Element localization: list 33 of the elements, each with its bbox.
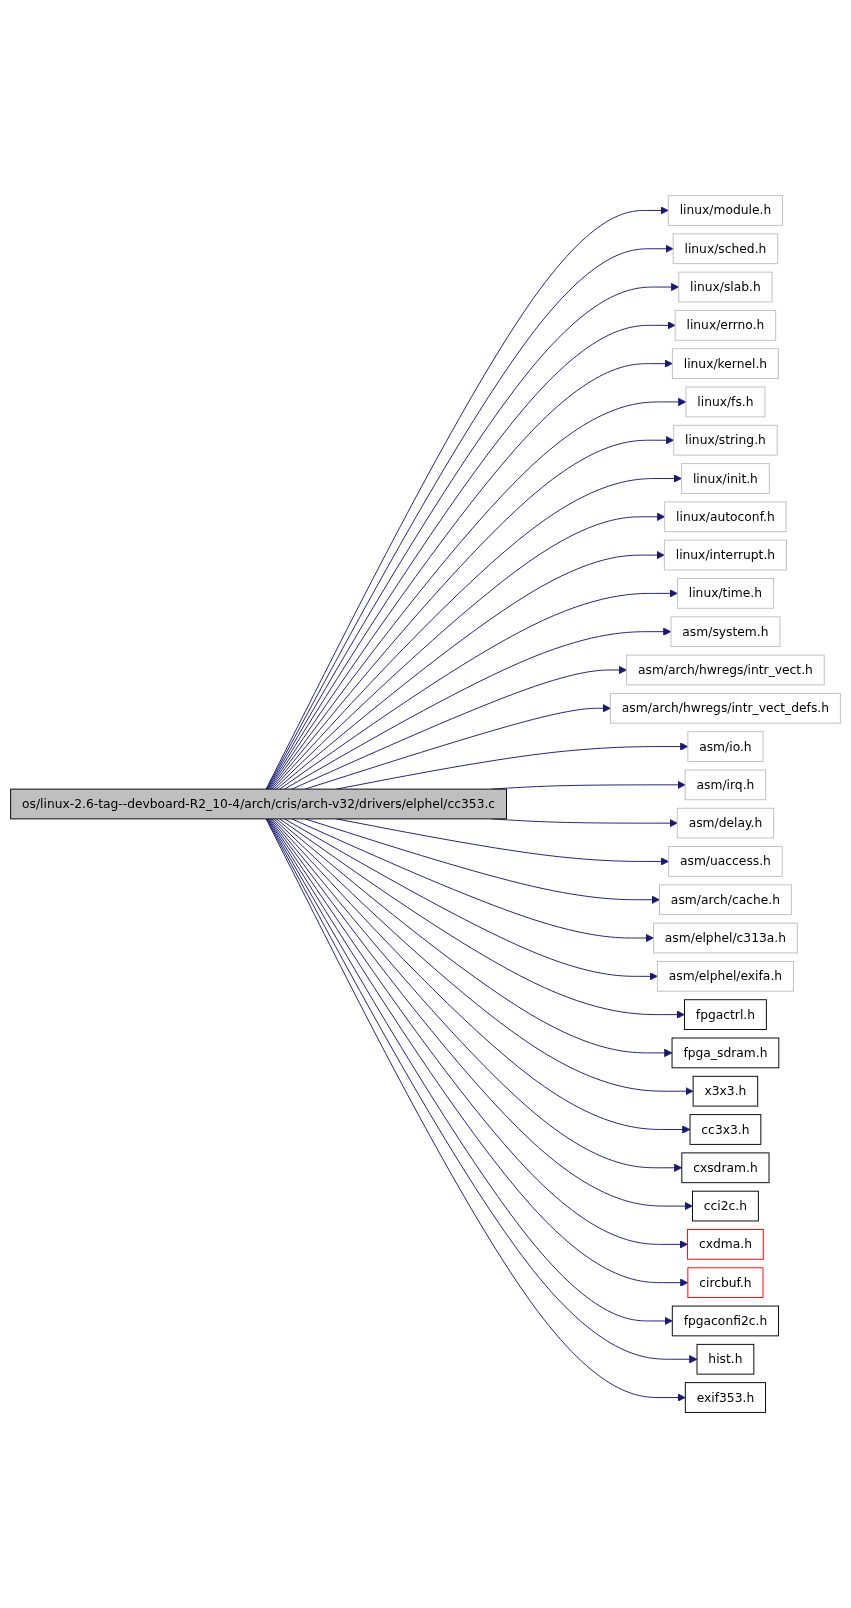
- node-box: cc3x3.h: [689, 1114, 762, 1145]
- node-box: asm/arch/hwregs/intr_vect.h: [626, 654, 825, 686]
- node-box: asm/io.h: [687, 731, 764, 762]
- node-box: x3x3.h: [692, 1075, 759, 1107]
- node-box: exif353.h: [684, 1382, 766, 1413]
- node-box: linux/fs.h: [685, 386, 766, 418]
- node-box: linux/slab.h: [678, 271, 773, 303]
- node-box: hist.h: [696, 1343, 755, 1375]
- node-box: linux/init.h: [681, 463, 770, 494]
- node-box: linux/errno.h: [674, 309, 777, 341]
- node-box: asm/arch/cache.h: [659, 884, 792, 916]
- node-box: cci2c.h: [692, 1190, 759, 1222]
- node-box: linux/autoconf.h: [664, 501, 787, 533]
- node-box: linux/kernel.h: [671, 348, 779, 379]
- node-box: cxsdram.h: [681, 1152, 770, 1184]
- node-box: os/linux-2.6-tag--devboard-R2_10-4/arch/cris/arch-v32/drivers/elphel/cc353.c: [10, 788, 507, 820]
- node-box: linux/sched.h: [672, 233, 779, 265]
- node-box: asm/elphel/c313a.h: [653, 922, 798, 954]
- node-box: cxdma.h: [687, 1229, 764, 1260]
- node-box: asm/elphel/exifa.h: [656, 960, 794, 992]
- node-box: linux/module.h: [667, 195, 784, 226]
- node-box: asm/uaccess.h: [668, 846, 783, 877]
- node-box: linux/time.h: [676, 578, 774, 609]
- node-box: linux/interrupt.h: [663, 539, 787, 571]
- node-box: fpgactrl.h: [684, 999, 767, 1030]
- node-box: fpga_sdram.h: [671, 1037, 780, 1069]
- node-box: fpgaconfi2c.h: [671, 1305, 780, 1337]
- node-box: asm/delay.h: [676, 807, 775, 839]
- node-box: asm/system.h: [670, 616, 781, 648]
- node-box: circbuf.h: [687, 1267, 764, 1299]
- node-box: asm/arch/hwregs/intr_vect_defs.h: [610, 692, 841, 724]
- node-box: asm/irq.h: [684, 769, 767, 801]
- node-box: linux/string.h: [673, 424, 778, 456]
